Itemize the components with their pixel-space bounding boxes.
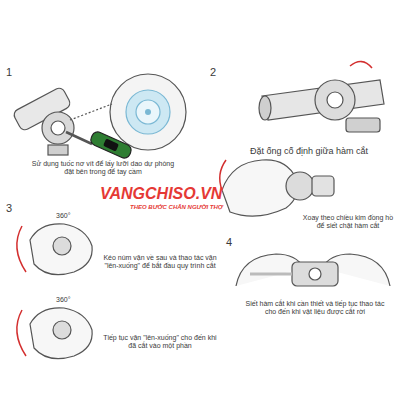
rotation-label: 360°	[56, 212, 86, 220]
hands-final-cut	[236, 254, 390, 286]
pipe-cutter-step2-top	[259, 61, 384, 132]
step-number: 1	[6, 66, 20, 79]
watermark: VANGCHISO.VN	[100, 184, 300, 203]
step-note: Xoay theo chiều kim đồng hồ để siết chặt…	[300, 214, 396, 231]
step-note: Tiếp tục vặn "lên-xuống" cho đến khi đã …	[100, 334, 220, 351]
watermark: THEO BƯỚC CHÂN NGƯỜI THỢ	[130, 204, 300, 211]
step-number: 4	[226, 236, 240, 249]
step-number: 2	[210, 66, 224, 79]
step-note: Kéo núm vặn về sau và thao tác vặn "lên-…	[100, 254, 220, 271]
rotation-label: 360°	[56, 296, 86, 304]
hand-tightening	[220, 160, 334, 216]
pipe-cutter-step1	[12, 86, 74, 155]
step-number: 3	[6, 202, 20, 215]
step-note: Đặt ống cố định giữa hàm cắt	[250, 146, 395, 157]
screwdriver	[66, 130, 133, 160]
hand-rotating-2	[17, 308, 92, 359]
hand-rotating-1	[17, 224, 92, 275]
step-note: Siết hàm cắt khi cần thiết và tiếp tục t…	[240, 300, 390, 317]
step-note: Sử dụng tuốc nơ vít để lấy lưỡi dao dự p…	[28, 160, 178, 177]
blade-disc	[70, 74, 186, 150]
